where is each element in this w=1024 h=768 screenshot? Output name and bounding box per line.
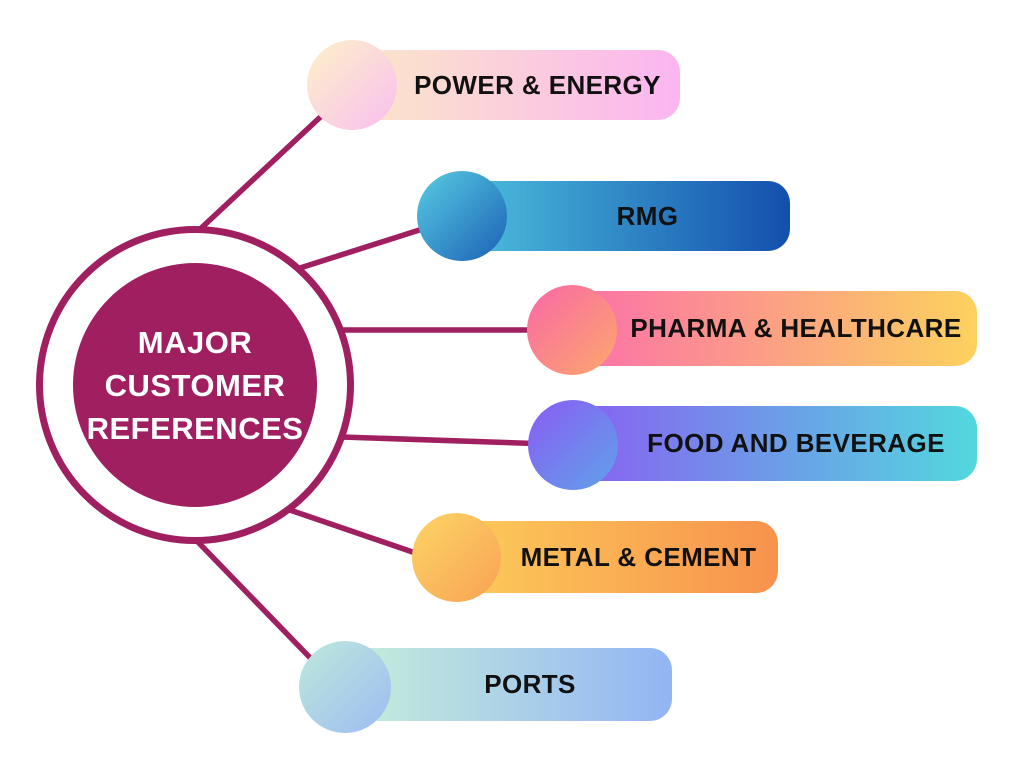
connector-line-power-energy	[195, 105, 332, 235]
center-title-line-3: REFERENCES	[86, 410, 304, 446]
branch-label-metal-cement: METAL & CEMENT	[520, 541, 757, 572]
branch-label-rmg: RMG	[616, 200, 679, 231]
center-node-label: MAJOR CUSTOMER REFERENCES	[73, 263, 317, 507]
connector-line-food-beverage	[341, 434, 551, 447]
branch-label-ports: PORTS	[484, 669, 576, 699]
branch-label-food-beverage: FOOD AND BEVERAGE	[647, 428, 945, 458]
connector-line-metal-cement	[286, 506, 431, 561]
center-title-line-1: MAJOR	[137, 324, 253, 360]
center-title-line-2: CUSTOMER	[104, 367, 286, 403]
branch-label-pharma-healthcare: PHARMA & HEALTHCARE	[630, 313, 962, 343]
branch-circle-metal-cement	[412, 513, 501, 602]
connector-line-rmg	[299, 222, 436, 271]
branch-circle-power-energy	[307, 40, 397, 130]
branch-pill-food-beverage: FOOD AND BEVERAGE	[557, 406, 977, 481]
branch-circle-pharma-healthcare	[527, 285, 617, 375]
branch-pill-pharma-healthcare: PHARMA & HEALTHCARE	[557, 291, 977, 366]
branch-circle-rmg	[417, 171, 507, 261]
branch-circle-ports	[299, 641, 391, 733]
branch-pill-metal-cement: METAL & CEMENT	[441, 521, 778, 593]
branch-circle-food-beverage	[528, 400, 618, 490]
branch-label-power-energy: POWER & ENERGY	[414, 69, 661, 100]
connector-line-ports	[194, 538, 322, 670]
center-node: MAJOR CUSTOMER REFERENCES	[36, 226, 354, 544]
